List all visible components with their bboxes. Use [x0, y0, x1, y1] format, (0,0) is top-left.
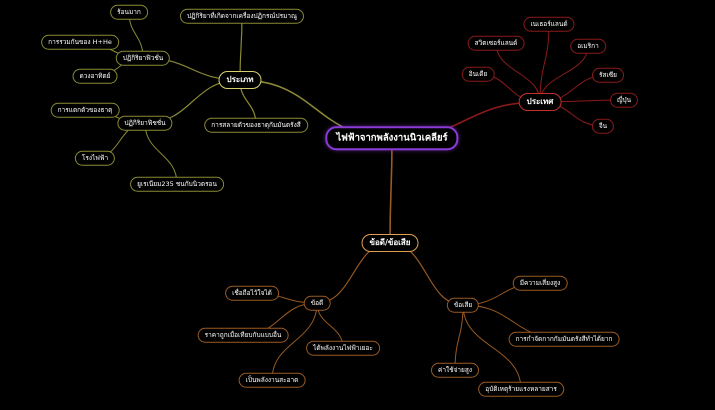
- node-fission[interactable]: ปฏิกิริยาฟิชชั่น: [117, 115, 173, 131]
- node-russia[interactable]: รัสเซีย: [592, 67, 624, 83]
- node-india[interactable]: อินเดีย: [461, 66, 495, 82]
- node-usa[interactable]: อเมริกา: [570, 38, 606, 54]
- root-node[interactable]: ไฟฟ้าจากพลังงานนิวเคลียร์: [325, 126, 459, 150]
- node-fusion[interactable]: ปฏิกิริยาฟิวชั่น: [115, 50, 171, 66]
- branch-country[interactable]: ประเทศ: [518, 93, 562, 111]
- node-accident-impact[interactable]: อุบัติเหตุร้ายแรงหลายสาร: [478, 381, 564, 397]
- node-reliable[interactable]: เชื่อถือไว้ใจได้: [225, 285, 279, 301]
- node-very-hot[interactable]: ร้อนมาก: [110, 4, 148, 20]
- node-waste-disposal[interactable]: การกำจัดกากกัมมันตรังสีทำได้ยาก: [508, 331, 620, 347]
- node-china[interactable]: จีน: [591, 118, 615, 134]
- node-japan[interactable]: ญี่ปุ่น: [609, 92, 639, 108]
- node-sun[interactable]: ดวงอาทิตย์: [72, 68, 118, 84]
- node-pros[interactable]: ข้อดี: [303, 295, 331, 311]
- connector-node-cons: [389, 242, 464, 306]
- node-high-output[interactable]: ได้พลังงานไฟฟ้าเยอะ: [306, 340, 380, 356]
- node-reactor-power[interactable]: ปฏิกิริยาที่เกิดจากเครื่องปฏิกรณ์ปรมาณู: [179, 8, 305, 24]
- branch-type[interactable]: ประเภท: [218, 71, 262, 89]
- node-cons[interactable]: ข้อเสีย: [446, 297, 480, 313]
- node-high-risk[interactable]: มีความเสี่ยงสูง: [512, 275, 568, 291]
- branch-pros-cons[interactable]: ข้อดี/ข้อเสีย: [361, 234, 419, 252]
- node-switzerland[interactable]: สวิตเซอร์แลนด์: [467, 35, 525, 51]
- node-power-plant[interactable]: โรงไฟฟ้า: [74, 150, 116, 166]
- node-netherlands[interactable]: เนเธอร์แลนด์: [523, 16, 575, 32]
- node-high-cost[interactable]: ค่าใช้จ่ายสูง: [431, 362, 479, 378]
- node-uranium[interactable]: ยูเรเนียม235 ชนกับนิวตรอน: [130, 176, 224, 192]
- connector-node-clean-energy: [271, 302, 318, 381]
- connector-node-accident-impact: [462, 304, 522, 390]
- node-h-he-merge[interactable]: การรวมกันของ H+He: [41, 34, 119, 50]
- node-element-split[interactable]: การแตกตัวของธาตุ: [50, 102, 120, 118]
- node-clean-energy[interactable]: เป็นพลังงานสะอาด: [238, 372, 306, 388]
- connector-node-netherlands: [539, 23, 550, 103]
- connector-node-high-cost: [454, 304, 464, 371]
- connector-node-uranium: [144, 122, 178, 185]
- node-radioactive-decay[interactable]: การสลายตัวของธาตุกัมมันตรังสี: [204, 117, 308, 133]
- connector-branch-pros-cons: [389, 137, 393, 244]
- connector-node-pros: [316, 242, 391, 304]
- node-cheap-fuel[interactable]: ราคาถูกเมื่อเทียบกับแบบอื่น: [197, 327, 289, 343]
